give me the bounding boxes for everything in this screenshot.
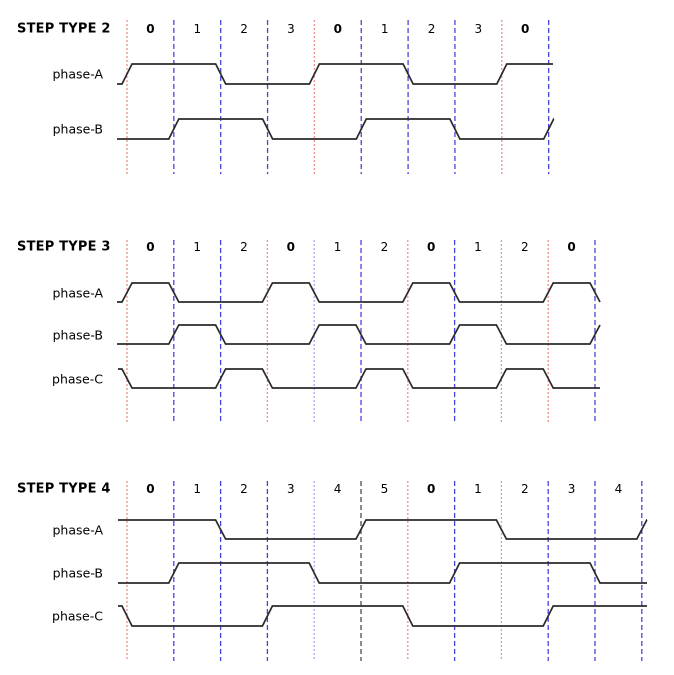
step-number: 0 [146, 22, 155, 36]
step-number: 3 [474, 22, 483, 36]
step-number: 1 [380, 22, 389, 36]
step-number: 2 [520, 482, 529, 496]
step-number: 0 [286, 240, 295, 254]
section-1-title: STEP TYPE 2 [17, 21, 111, 37]
section-1-phase-A-label: phase-A [52, 66, 103, 82]
step-number: 0 [146, 482, 155, 496]
step-number: 2 [240, 482, 248, 496]
step-number: 1 [193, 240, 202, 254]
step-number: 4 [333, 482, 342, 496]
step-number: 4 [614, 482, 623, 496]
step-number: 2 [240, 240, 248, 254]
section-2-phase-C-label: phase-C [52, 371, 103, 386]
step-number: 2 [427, 22, 436, 36]
section-1-phase-B-waveform [117, 118, 555, 140]
step-number: 2 [240, 22, 248, 36]
step-number: 3 [567, 482, 576, 496]
step-number: 2 [520, 240, 529, 254]
section-3-phase-C-waveform [118, 605, 647, 627]
section-2-phase-A-label: phase-A [52, 285, 103, 300]
section-3-phase-C-label: phase-C [52, 608, 103, 624]
step-number: 3 [287, 22, 295, 36]
section-3-phase-B-waveform [118, 562, 647, 584]
step-number: 2 [380, 240, 389, 254]
section-3-phase-B-label: phase-B [52, 565, 103, 581]
section-1-phase-B-label: phase-B [52, 121, 103, 137]
step-number: 0 [567, 240, 576, 254]
section-2-phase-C-waveform [118, 368, 600, 389]
step-number: 1 [193, 482, 202, 496]
step-number: 3 [286, 482, 295, 496]
step-number: 1 [193, 22, 202, 36]
step-number: 1 [474, 482, 482, 496]
section-2-title: STEP TYPE 3 [17, 239, 111, 255]
section-3-title: STEP TYPE 4 [17, 481, 111, 497]
step-number: 0 [146, 240, 155, 254]
section-2-phase-A-waveform [117, 282, 601, 303]
section-3-phase-A-label: phase-A [52, 522, 103, 537]
section-2-phase-B-waveform [117, 324, 601, 345]
section-1-phase-A-waveform [117, 63, 553, 85]
section-3-phase-A-waveform [118, 519, 648, 540]
step-number: 0 [427, 240, 436, 254]
step-number: 1 [474, 240, 482, 254]
step-number: 0 [427, 482, 436, 496]
step-number: 1 [333, 240, 342, 254]
step-number: 5 [380, 482, 389, 496]
step-number: 0 [333, 22, 342, 36]
section-2-phase-B-label: phase-B [52, 327, 103, 342]
step-number: 0 [521, 22, 530, 36]
